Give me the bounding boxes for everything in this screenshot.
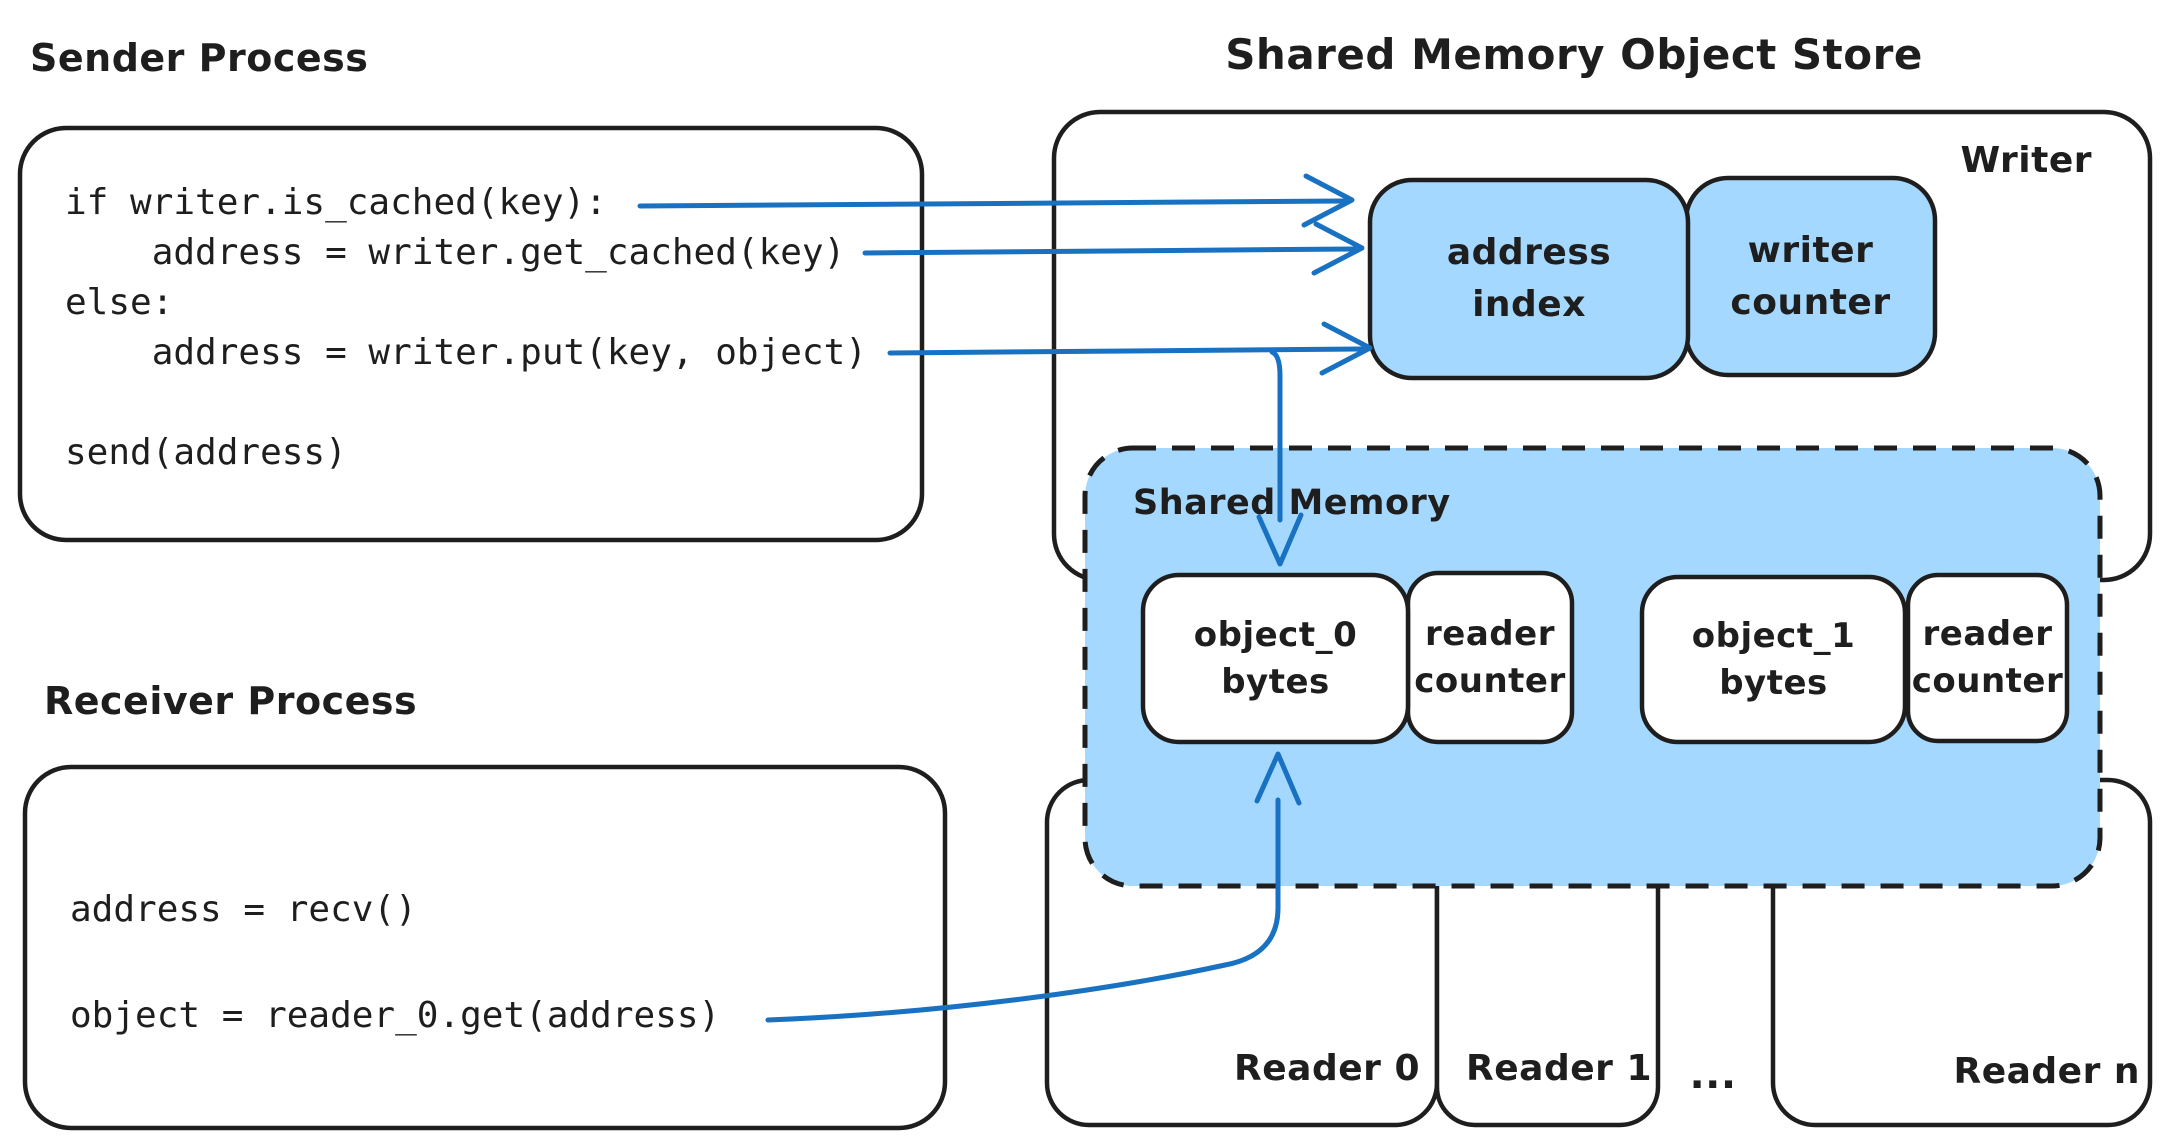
reader-dots-label: ... [1689, 1052, 1737, 1098]
object-0-line2: bytes [1221, 661, 1330, 702]
shared-memory-box [1082, 445, 2103, 889]
object-1-line2: bytes [1719, 662, 1828, 703]
object-0-label: object_0 bytes [1143, 575, 1408, 742]
reader-counter-0-line1: reader [1425, 613, 1555, 654]
object-0-box [1140, 572, 1411, 745]
object-1-box [1639, 574, 1908, 745]
store-title: Shared Memory Object Store [1225, 30, 1923, 79]
sender-code-line-3: else: [65, 282, 174, 323]
sender-title: Sender Process [30, 36, 369, 80]
writer-label: Writer [1960, 140, 2092, 181]
reader-counter-1-box [1905, 572, 2070, 744]
reader-1-label: Reader 1 [1466, 1048, 1652, 1089]
address-index-line2: index [1472, 284, 1586, 325]
arrow-is-cached [637, 173, 1355, 228]
sender-code-line-2: address = writer.get_cached(key) [65, 232, 846, 273]
reader-0-label: Reader 0 [1234, 1048, 1420, 1089]
writer-counter-line1: writer [1747, 229, 1874, 271]
receiver-title: Receiver Process [44, 679, 418, 723]
reader-counter-0-line2: counter [1414, 660, 1566, 701]
writer-counter-label: writer counter [1686, 178, 1935, 375]
reader-counter-1-line1: reader [1922, 614, 2053, 654]
object-0-line1: object_0 [1193, 614, 1358, 655]
address-index-box [1367, 177, 1691, 381]
object-1-line1: object_1 [1691, 615, 1856, 656]
arrow-put [887, 321, 1373, 376]
receiver-box [22, 764, 948, 1131]
object-1-label: object_1 bytes [1642, 577, 1905, 742]
address-index-label: address index [1370, 180, 1688, 378]
reader-counter-1-line2: counter [1911, 661, 2064, 701]
sender-box [17, 125, 925, 543]
sender-code-line-4: address = writer.put(key, object) [65, 332, 867, 373]
reader-counter-1-label: reader counter [1908, 575, 2067, 741]
receiver-code-line-2: object = reader_0.get(address) [70, 995, 721, 1036]
writer-counter-line2: counter [1730, 281, 1891, 323]
receiver-code-line-1: address = recv() [70, 889, 417, 930]
reader-counter-0-label: reader counter [1408, 573, 1572, 742]
sender-code-line-6: send(address) [65, 432, 347, 473]
arrow-reader-get [765, 751, 1302, 1023]
sender-code-line-1: if writer.is_cached(key): [65, 182, 607, 223]
arrow-get-cached [862, 221, 1365, 276]
address-index-line1: address [1446, 232, 1612, 273]
arrow-put-down-branch [1256, 349, 1304, 567]
shared-memory-label: Shared Memory [1133, 483, 1451, 523]
reader-n-label: Reader n [1953, 1051, 2140, 1092]
